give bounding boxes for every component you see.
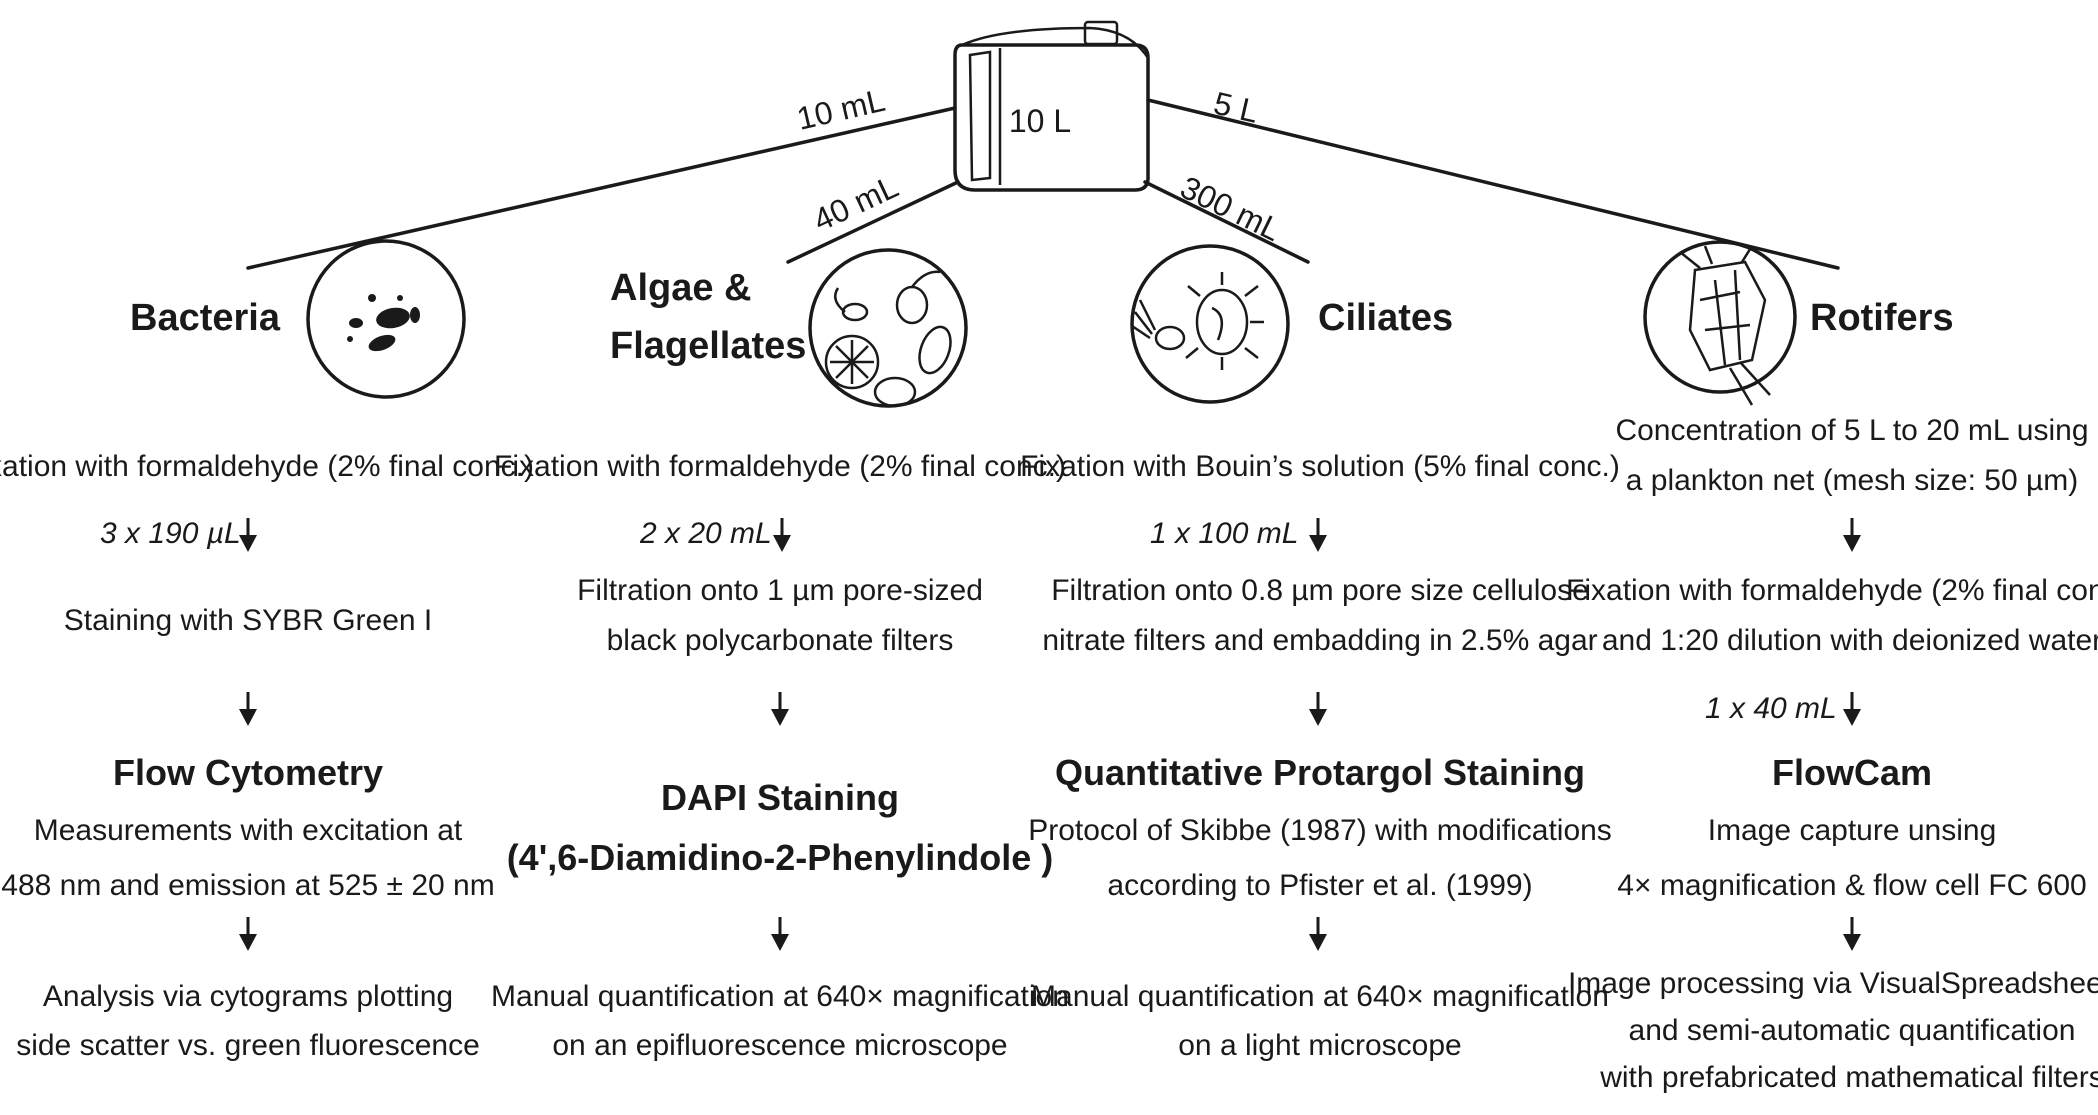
branch-line-bacteria bbox=[246, 106, 957, 270]
arrow-down-icon bbox=[239, 518, 257, 552]
bacteria-fixation: Fixation with formaldehyde (2% final con… bbox=[0, 450, 534, 483]
rotifers-method-desc-2: 4× magnification & flow cell FC 600 bbox=[1617, 869, 2086, 902]
branch-volume-algae: 40 mL bbox=[808, 168, 904, 238]
arrow-down-icon bbox=[1843, 692, 1861, 726]
branch-line-ciliates bbox=[1143, 180, 1310, 264]
arrow-down-icon bbox=[1309, 692, 1327, 726]
ciliates-analysis-1: Manual quantification at 640× magnificat… bbox=[1031, 980, 1609, 1013]
rotifers-title: Rotifers bbox=[1810, 297, 1954, 339]
rotifers-method: FlowCam bbox=[1772, 752, 1932, 793]
bacteria-method-desc-1: Measurements with excitation at bbox=[34, 814, 463, 847]
rotifers-analysis-2: and semi-automatic quantification bbox=[1629, 1014, 2076, 1047]
bacteria-method: Flow Cytometry bbox=[113, 752, 383, 793]
ciliates-aliquot: 1 x 100 mL bbox=[1150, 517, 1298, 550]
canister-volume-label: 10 L bbox=[1009, 103, 1071, 139]
algae-filtration-1: Filtration onto 1 µm pore-sized bbox=[577, 574, 983, 607]
algae-aliquot: 2 x 20 mL bbox=[639, 517, 772, 550]
ciliates-method-desc-2: according to Pfister et al. (1999) bbox=[1107, 869, 1532, 902]
bacteria-title: Bacteria bbox=[130, 297, 281, 339]
algae-analysis-1: Manual quantification at 640× magnificat… bbox=[491, 980, 1069, 1013]
bacteria-staining: Staining with SYBR Green I bbox=[64, 604, 433, 637]
algae-analysis-2: on an epifluorescence microscope bbox=[552, 1029, 1007, 1062]
algae-title-1: Algae & bbox=[610, 267, 751, 309]
rotifers-analysis-1: Image processing via VisualSpreadsheet 5 bbox=[1568, 967, 2098, 1000]
ciliates-fixation: Fixation with Bouin’s solution (5% final… bbox=[1020, 450, 1620, 483]
algae-flagellates-icon bbox=[808, 248, 968, 408]
rotifers-analysis-3: with prefabricated mathematical filters bbox=[1599, 1061, 2098, 1094]
rotifers-concentration-2: a plankton net (mesh size: 50 µm) bbox=[1626, 464, 2079, 497]
bacteria-analysis-2: side scatter vs. green fluorescence bbox=[16, 1029, 480, 1062]
algae-method-1: DAPI Staining bbox=[661, 777, 899, 818]
ciliates-icon bbox=[1130, 244, 1290, 404]
ciliates-title: Ciliates bbox=[1318, 297, 1453, 339]
rotifers-fixation-1: Fixation with formaldehyde (2% final con… bbox=[1566, 574, 2098, 607]
ciliates-filtration-1: Filtration onto 0.8 µm pore size cellulo… bbox=[1051, 574, 1589, 607]
algae-fixation: Fixation with formaldehyde (2% final con… bbox=[494, 450, 1066, 483]
algae-method-2: (4',6-Diamidino-2-Phenylindole ) bbox=[507, 837, 1054, 878]
algae-title-2: Flagellates bbox=[610, 325, 806, 367]
bacteria-method-desc-2: 488 nm and emission at 525 ± 20 nm bbox=[1, 869, 494, 902]
ciliates-method-desc-1: Protocol of Skibbe (1987) with modificat… bbox=[1028, 814, 1612, 847]
arrow-down-icon bbox=[1309, 917, 1327, 951]
bacteria-analysis-1: Analysis via cytograms plotting bbox=[43, 980, 453, 1013]
bacteria-aliquot: 3 x 190 µL bbox=[100, 517, 241, 550]
branch-volume-rotifers: 5 L bbox=[1210, 85, 1261, 130]
ciliates-analysis-2: on a light microscope bbox=[1178, 1029, 1461, 1062]
bacteria-icon bbox=[306, 239, 466, 399]
rotifers-method-desc-1: Image capture unsing bbox=[1708, 814, 1997, 847]
arrow-down-icon bbox=[771, 917, 789, 951]
water-canister-icon bbox=[953, 20, 1150, 192]
arrow-down-icon bbox=[1843, 917, 1861, 951]
branch-line-algae bbox=[786, 180, 960, 264]
rotifers-aliquot: 1 x 40 mL bbox=[1705, 692, 1837, 725]
arrow-down-icon bbox=[1309, 518, 1327, 552]
arrow-down-icon bbox=[239, 692, 257, 726]
rotifer-icon bbox=[1643, 240, 1797, 406]
branch-line-rotifers bbox=[1146, 98, 1840, 270]
branch-volume-bacteria: 10 mL bbox=[793, 82, 888, 137]
ciliates-filtration-2: nitrate filters and embadding in 2.5% ag… bbox=[1042, 624, 1597, 657]
arrow-down-icon bbox=[773, 518, 791, 552]
arrow-down-icon bbox=[771, 692, 789, 726]
arrow-down-icon bbox=[239, 917, 257, 951]
rotifers-concentration-1: Concentration of 5 L to 20 mL using bbox=[1615, 414, 2088, 447]
arrow-down-icon bbox=[1843, 518, 1861, 552]
ciliates-method: Quantitative Protargol Staining bbox=[1055, 752, 1585, 793]
branch-volume-ciliates: 300 mL bbox=[1175, 169, 1287, 248]
rotifers-fixation-2: and 1:20 dilution with deionized water bbox=[1602, 624, 2098, 657]
algae-filtration-2: black polycarbonate filters bbox=[607, 624, 954, 657]
